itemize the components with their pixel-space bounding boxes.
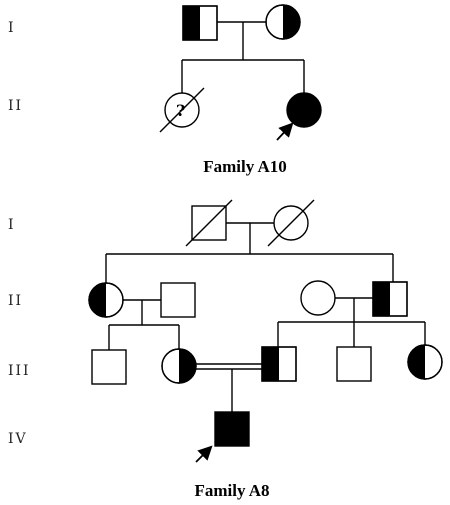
a8-III-4-male-unaffected: [336, 346, 372, 382]
a8-proband-arrow-icon: [195, 445, 213, 463]
a10-II-1-female-unknown-deceased: ?: [159, 87, 205, 133]
a8-III-1-male-unaffected: [91, 349, 127, 385]
family-a10-title: Family A10: [203, 157, 287, 176]
family-a8-title: Family A8: [194, 481, 269, 500]
a10-generation-label-I: I: [8, 20, 16, 36]
a8-II-1-female-carrier: [88, 282, 124, 318]
a8-II-4-male-carrier: [372, 281, 408, 317]
a8-generation-label-III: III: [8, 363, 31, 379]
a8-III-5-female-carrier: [407, 344, 443, 380]
a8-II-3-female-unaffected: [300, 280, 336, 316]
a10-II-2-female-affected-proband: [286, 92, 322, 128]
a8-generation-label-II: II: [8, 293, 23, 309]
a8-III-2-female-carrier: [161, 348, 197, 384]
a10-I-2-female-carrier: [265, 4, 301, 40]
a8-IV-1-male-affected-proband: [214, 411, 250, 447]
a8-I-1-male-deceased: [185, 199, 233, 247]
a10-proband-arrow-icon: [276, 122, 294, 141]
unknown-status-mark: ?: [176, 101, 185, 120]
a8-I-2-female-deceased: [267, 199, 315, 247]
a8-II-2-male-unaffected: [160, 282, 196, 318]
a8-generation-label-I: I: [8, 217, 16, 233]
family-a8-pedigree: I II III IV: [8, 199, 443, 500]
family-a10-pedigree: I II ? Family A10: [8, 4, 322, 176]
a10-I-1-male-carrier: [182, 5, 218, 41]
a8-generation-label-IV: IV: [8, 431, 28, 447]
a10-generation-label-II: II: [8, 98, 23, 114]
a8-III-3-male-carrier: [261, 346, 297, 382]
